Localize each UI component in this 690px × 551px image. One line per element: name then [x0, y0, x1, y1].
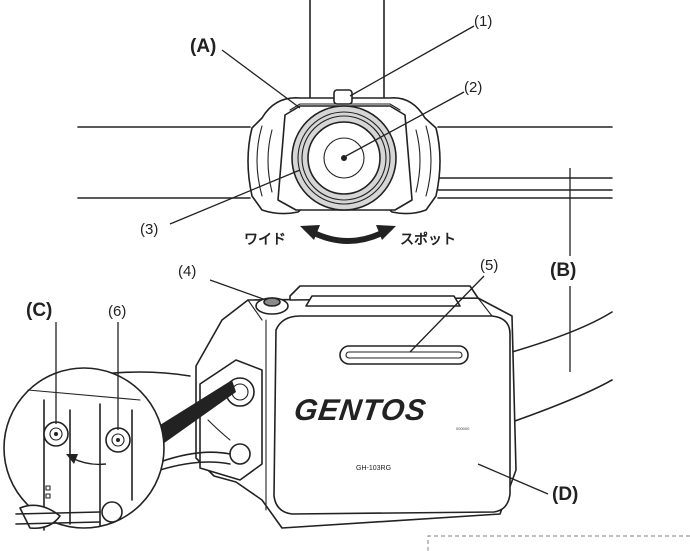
callout-1: (1) [474, 13, 492, 30]
switch-button-top [333, 89, 353, 105]
beam-rotate-arrow [300, 225, 396, 244]
label-wide: ワイド [244, 232, 286, 248]
callout-3: (3) [140, 221, 158, 238]
serial-number: 000000 [456, 426, 470, 431]
label-A: (A) [190, 36, 216, 57]
model-number: GH-103RG [356, 465, 391, 472]
leader-A [221, 49, 301, 109]
callout-5: (5) [480, 257, 498, 274]
leader-D [477, 463, 549, 495]
label-spot: スポット [400, 231, 456, 248]
callout-4: (4) [178, 263, 196, 280]
label-D: (D) [552, 484, 578, 505]
leader-5 [409, 275, 485, 353]
callout-6: (6) [108, 303, 126, 320]
brand-logo: GENTOS [292, 394, 429, 427]
leader-3 [169, 169, 301, 225]
leader-4 [209, 279, 267, 301]
detail-circle-C [3, 367, 165, 531]
lens-assembly [291, 105, 397, 211]
label-C: (C) [26, 300, 52, 321]
leader-1 [349, 25, 475, 97]
zoom-wedge [152, 380, 236, 446]
dashed-frame [427, 535, 690, 551]
callout-2: (2) [464, 79, 482, 96]
head-strap-top [309, 0, 385, 103]
leader-2 [345, 91, 465, 157]
power-button-4 [255, 297, 289, 315]
indicator-slot-5 [339, 345, 469, 365]
label-B: (B) [550, 260, 576, 281]
